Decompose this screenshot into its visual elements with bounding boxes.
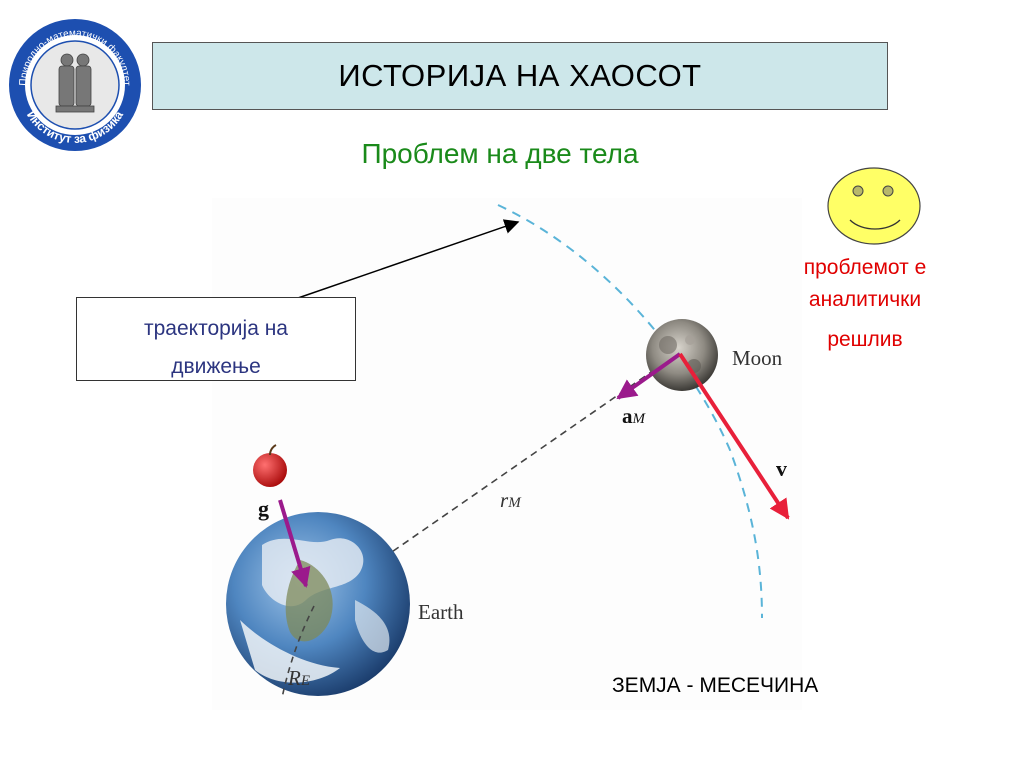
slide-title: ИСТОРИЈА НА ХАОСОТ — [338, 58, 702, 93]
callout-line-2: движење — [171, 355, 261, 378]
moon-velocity-arrow — [678, 352, 790, 520]
rm-label-sub: M — [508, 495, 521, 511]
slide-title-box: ИСТОРИЈА НА ХАОСОТ — [152, 42, 888, 110]
moon-acceleration-arrow — [616, 352, 682, 400]
moon-label: Moon — [732, 346, 783, 370]
rm-label: rM — [500, 488, 521, 513]
re-label-main: R — [288, 666, 301, 690]
apple-icon — [253, 444, 287, 487]
earth-globe — [226, 512, 410, 696]
statue-figures-icon — [55, 53, 95, 113]
earth-moon-caption: ЗЕМЈА - МЕСЕЧИНА — [612, 674, 819, 697]
note-line-1: проблемот е — [803, 256, 927, 279]
v-label: v — [776, 456, 787, 481]
am-label: aM — [622, 404, 645, 429]
am-label-sub: M — [632, 411, 646, 427]
earth-radius-line — [281, 605, 315, 699]
moon-orbit-trajectory — [497, 204, 763, 619]
am-label-main: a — [622, 404, 633, 428]
gravity-arrow-g — [278, 499, 311, 588]
g-label: g — [258, 496, 269, 521]
trajectory-callout-box: траекторија на движење — [76, 297, 356, 381]
slide-subtitle: Проблем на две тела — [361, 138, 639, 169]
rm-label-main: r — [500, 488, 509, 512]
re-label: RE — [288, 666, 310, 691]
earth-label: Earth — [418, 600, 464, 624]
callout-line-1: траекторија на — [143, 317, 288, 340]
smiley-face-icon — [827, 167, 921, 245]
note-line-3: решлив — [827, 328, 903, 351]
re-label-sub: E — [300, 673, 310, 689]
callout-pointer-arrow — [297, 219, 520, 299]
institute-logo: Природно-математички факултет Институт з… — [9, 19, 141, 151]
note-line-2: аналитички — [808, 288, 922, 311]
